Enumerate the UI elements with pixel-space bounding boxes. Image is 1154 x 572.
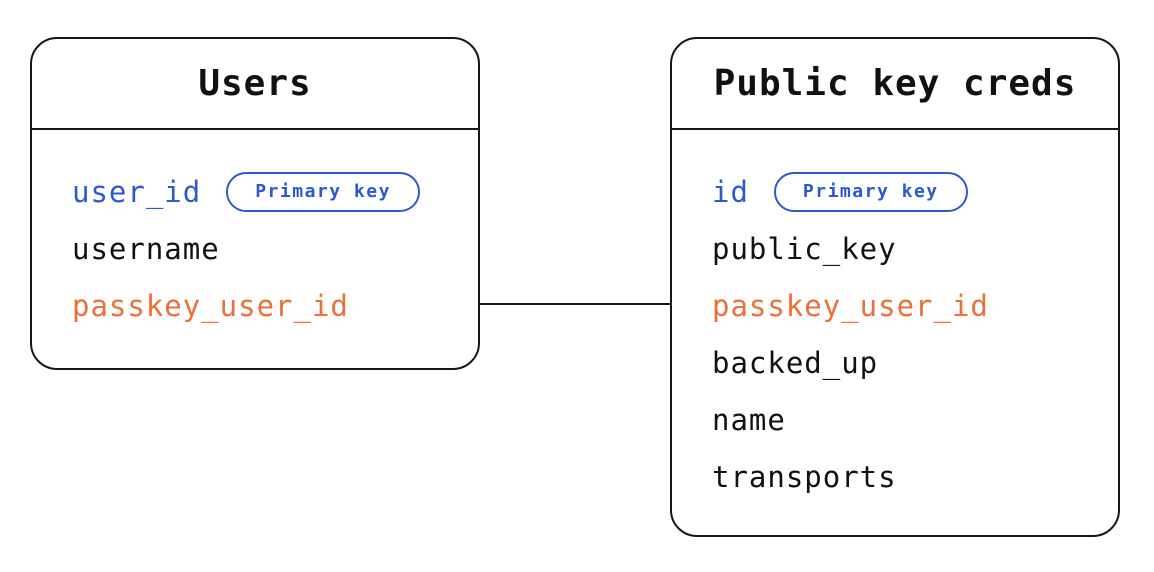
table-users-title: Users xyxy=(32,39,478,130)
field-name: passkey_user_id xyxy=(712,288,989,323)
field-row-user-id: user_id Primary key xyxy=(72,163,464,220)
field-row-username: username xyxy=(72,220,464,277)
primary-key-badge: Primary key xyxy=(226,171,420,212)
field-name: name xyxy=(712,402,786,437)
field-name: passkey_user_id xyxy=(72,288,349,323)
field-row-public-key: public_key xyxy=(712,220,1104,277)
table-public-key-creds-fields: id Primary key public_key passkey_user_i… xyxy=(672,130,1118,505)
field-name: user_id xyxy=(72,174,202,209)
field-row-backed-up: backed_up xyxy=(712,334,1104,391)
field-name: id xyxy=(712,174,749,209)
relation-line xyxy=(479,303,671,305)
table-public-key-creds-title: Public key creds xyxy=(672,39,1118,130)
field-name: public_key xyxy=(712,231,897,266)
table-public-key-creds: Public key creds id Primary key public_k… xyxy=(670,37,1120,537)
field-row-id: id Primary key xyxy=(712,163,1104,220)
field-name: transports xyxy=(712,459,897,494)
table-users-fields: user_id Primary key username passkey_use… xyxy=(32,130,478,334)
field-name: backed_up xyxy=(712,345,879,380)
field-name: username xyxy=(72,231,220,266)
field-row-transports: transports xyxy=(712,448,1104,505)
field-row-name: name xyxy=(712,391,1104,448)
table-users: Users user_id Primary key username passk… xyxy=(30,37,480,370)
primary-key-badge: Primary key xyxy=(773,171,968,212)
field-row-passkey-user-id: passkey_user_id xyxy=(712,277,1104,334)
field-row-passkey-user-id: passkey_user_id xyxy=(72,277,464,334)
